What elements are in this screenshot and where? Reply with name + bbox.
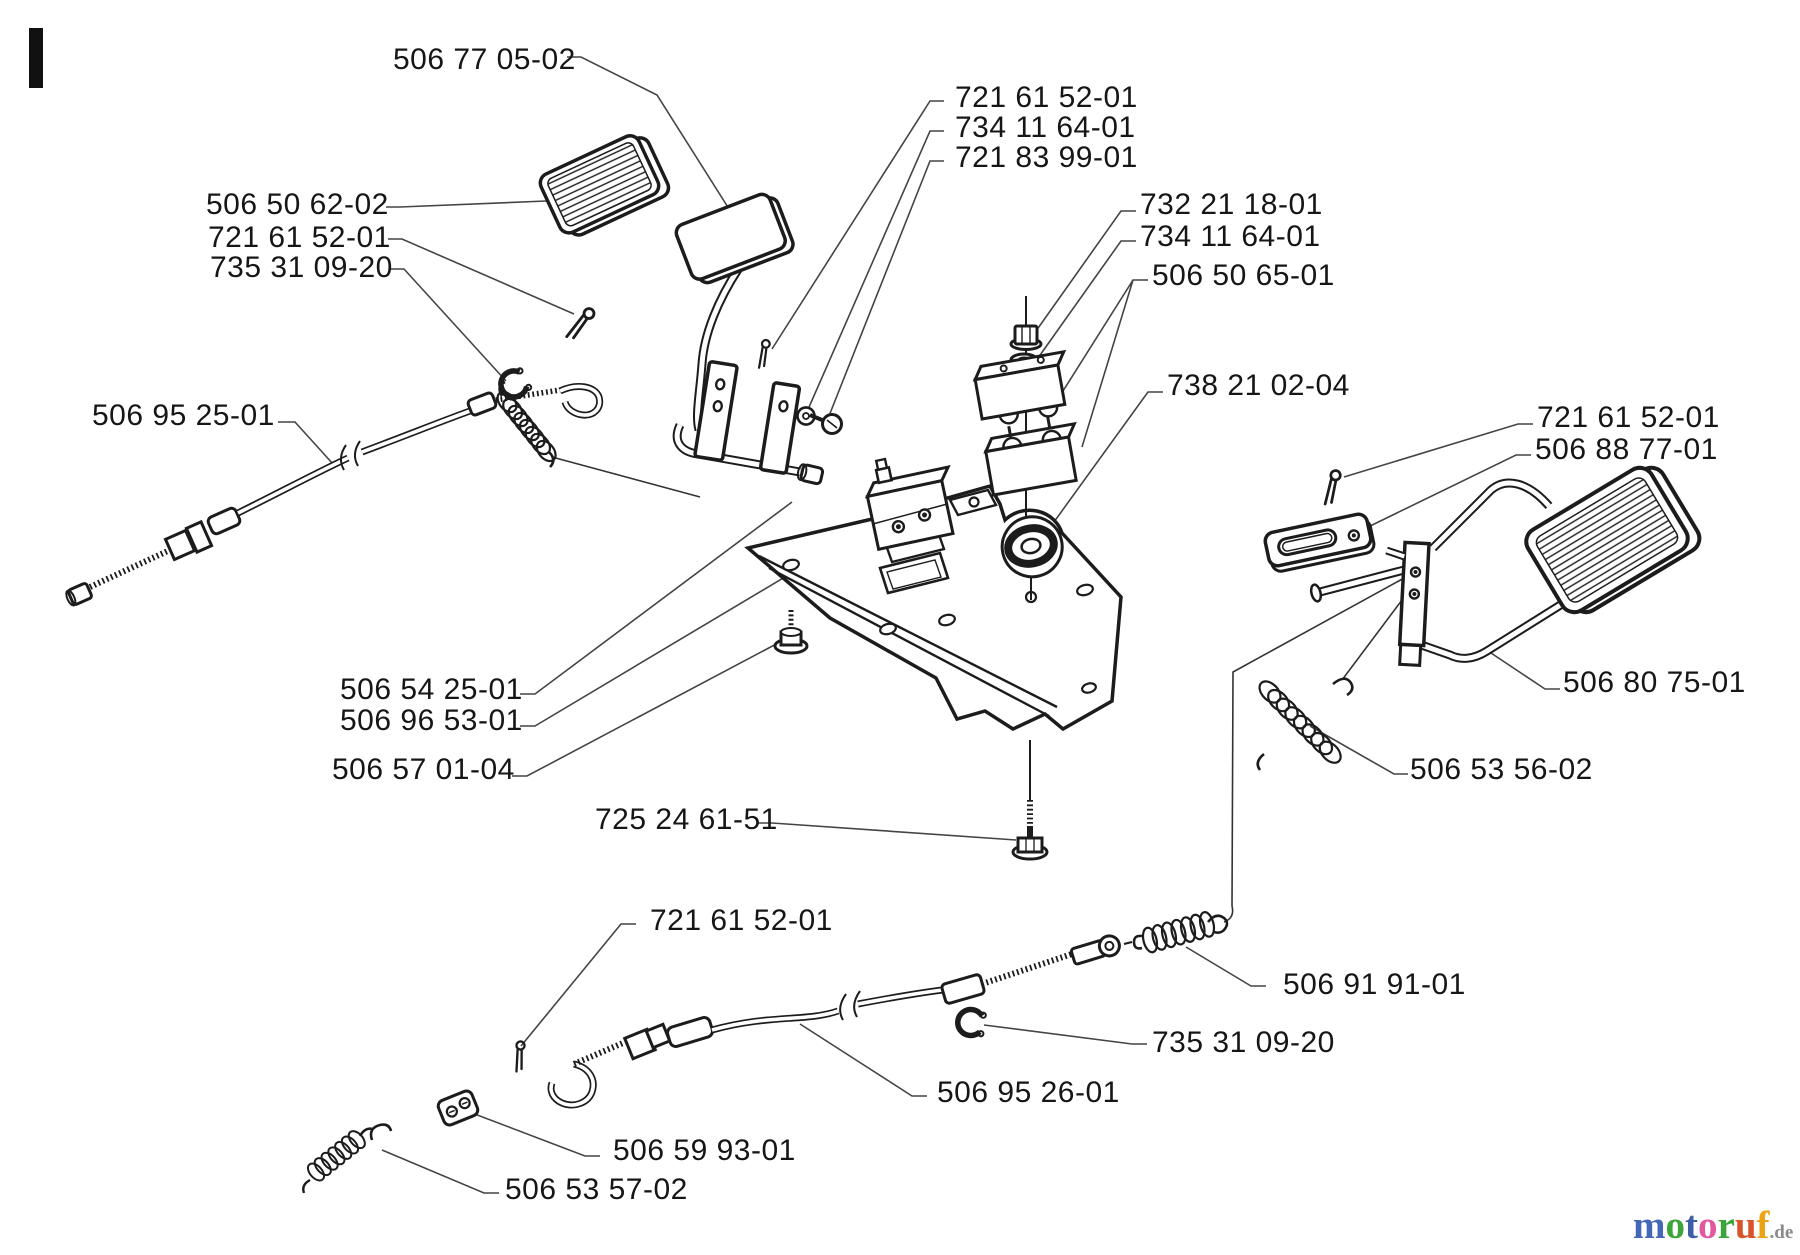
spring-bottom-right: [1132, 911, 1229, 954]
throttle-cable-upper: [65, 382, 604, 607]
micro-switch: [864, 457, 955, 552]
part-label-735-31-09-20-a: 735 31 09-20: [210, 251, 393, 284]
spring-right: [1256, 677, 1354, 771]
part-label-721-61-52-01-b: 721 61 52-01: [955, 81, 1138, 114]
spring-bottom-left: [302, 1123, 393, 1194]
part-label-506-53-57-02: 506 53 57-02: [505, 1173, 688, 1206]
part-label-738-21-02-04: 738 21 02-04: [1167, 369, 1350, 402]
cable-break-mark: [839, 990, 861, 1021]
clamp-block-lower: [983, 417, 1078, 497]
long-bolt: [1011, 740, 1049, 861]
pedal-plate-upper: [674, 192, 795, 285]
washer-center: [796, 406, 843, 435]
brake-pedal-pad: [1524, 465, 1702, 615]
clamp-block-upper: [972, 349, 1067, 425]
part-label-506-95-25-01: 506 95 25-01: [92, 399, 275, 432]
cable-clamp-bottom: [436, 1089, 480, 1127]
part-label-721-83-99-01: 721 83 99-01: [955, 141, 1138, 174]
part-label-725-24-61-51: 725 24 61-51: [595, 803, 778, 836]
part-label-506-50-65-01: 506 50 65-01: [1152, 259, 1335, 292]
slotted-bracket: [1263, 512, 1376, 573]
part-label-506-50-62-02: 506 50 62-02: [206, 188, 389, 221]
part-label-506-80-75-01: 506 80 75-01: [1563, 666, 1746, 699]
watermark-suffix: .de: [1769, 1222, 1794, 1243]
cotter-pin-bottom: [513, 1040, 526, 1073]
part-label-506-88-77-01: 506 88 77-01: [1535, 433, 1718, 466]
part-label-506-59-93-01: 506 59 93-01: [613, 1134, 796, 1167]
cable-eye-end: [1069, 934, 1121, 966]
pedal-bracket-right: [1385, 540, 1431, 667]
spring-upper: [496, 380, 557, 468]
cable-hook-piece: [369, 1123, 393, 1141]
cotter-pin-center: [756, 338, 772, 370]
watermark-logo: motoruf.de: [1633, 1206, 1793, 1253]
part-label-506-57-01-04: 506 57 01-04: [332, 753, 515, 786]
part-label-506-91-91-01: 506 91 91-01: [1283, 968, 1466, 1001]
part-label-721-61-52-01-d: 721 61 52-01: [650, 904, 833, 937]
part-label-506-53-56-02: 506 53 56-02: [1410, 753, 1593, 786]
part-label-506-95-26-01: 506 95 26-01: [937, 1076, 1120, 1109]
section-marker-bar: [29, 28, 43, 88]
part-label-734-11-64-01-a: 734 11 64-01: [955, 111, 1136, 144]
pedal-bracket-bars: [693, 360, 802, 475]
part-label-734-11-64-01-b: 734 11 64-01: [1140, 220, 1321, 253]
part-label-732-21-18-01: 732 21 18-01: [1140, 188, 1323, 221]
part-label-735-31-09-20-b: 735 31 09-20: [1152, 1026, 1335, 1059]
pedal-pad-upper: [538, 134, 671, 237]
e-clip-bottom: [955, 1007, 989, 1039]
grommet: [1000, 515, 1064, 579]
watermark-letters: motoruf: [1633, 1204, 1770, 1247]
part-label-506-96-53-01: 506 96 53-01: [340, 704, 523, 737]
part-label-721-61-52-01-c: 721 61 52-01: [1537, 401, 1720, 434]
cable-break-mark: [340, 440, 361, 471]
part-label-506-54-25-01: 506 54 25-01: [340, 673, 523, 706]
leader-lines: [278, 56, 1560, 1194]
attachment-lines: [551, 456, 1409, 923]
part-label-721-61-52-01-a: 721 61 52-01: [208, 221, 391, 254]
throttle-cable-lower: [547, 934, 1133, 1109]
flange-screw: [773, 610, 809, 655]
cotter-pin-right: [1322, 468, 1343, 508]
lock-nut: [1009, 324, 1043, 351]
part-label-506-77-05-02: 506 77 05-02: [393, 43, 576, 76]
